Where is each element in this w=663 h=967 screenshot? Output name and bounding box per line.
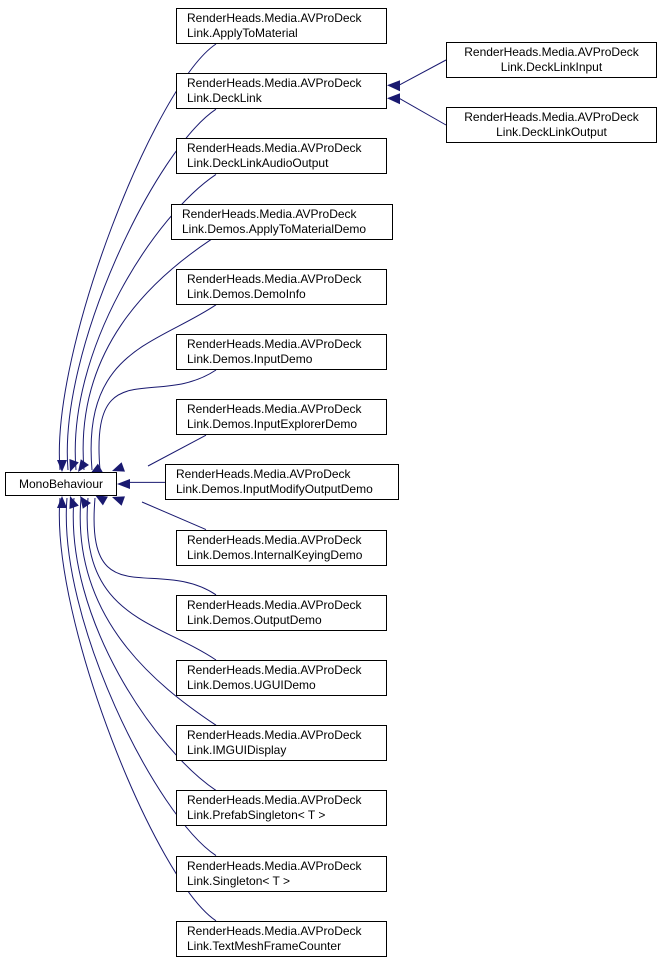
node-label-line1: RenderHeads.Media.AVProDeck — [187, 532, 362, 547]
node-label-line2: Link.Singleton< T > — [187, 873, 290, 888]
inheritance-edge — [86, 497, 217, 661]
node-label-line2: Link.DeckLink — [187, 91, 262, 106]
inheritance-edge — [90, 304, 217, 471]
node-label-line1: RenderHeads.Media.AVProDeck — [182, 206, 357, 221]
node-label-line2: Link.Demos.InputModifyOutputDemo — [176, 482, 373, 497]
node-label-line2: Link.Demos.OutputDemo — [187, 612, 322, 627]
node-label-line2: Link.ApplyToMaterial — [187, 26, 298, 40]
arrowhead-icon — [112, 462, 125, 472]
arrowhead-icon — [80, 496, 91, 509]
inheritance-edge — [72, 497, 217, 791]
node-label: MonoBehaviour — [18, 476, 104, 491]
node-label-line1: RenderHeads.Media.AVProDeck — [187, 793, 362, 808]
node-monobehaviour[interactable]: MonoBehaviour — [5, 472, 117, 496]
node-label-line1: RenderHeads.Media.AVProDeck — [187, 728, 362, 743]
arrowhead-icon — [387, 93, 400, 105]
node-label-line1: RenderHeads.Media.AVProDeck — [187, 11, 362, 25]
arrowhead-icon — [387, 80, 400, 92]
node-label-line1: RenderHeads.Media.AVProDeck — [187, 923, 362, 938]
inheritance-edge — [58, 43, 217, 471]
inheritance-edge — [398, 59, 447, 86]
arrowhead-icon — [117, 479, 130, 489]
inheritance-edge — [79, 497, 217, 726]
node-label-line2: Link.Demos.InputExplorerDemo — [187, 417, 358, 432]
node-label-line2: Link.Demos.InternalKeyingDemo — [187, 547, 363, 562]
node-label-line2: Link.Demos.DemoInfo — [187, 286, 306, 301]
node-label-line2: Link.Demos.ApplyToMaterialDemo — [182, 221, 367, 236]
node-label-line2: Link.IMGUIDisplay — [187, 743, 287, 758]
inheritance-edge — [66, 108, 217, 471]
inheritance-edge — [147, 434, 207, 467]
inheritance-edge — [141, 501, 207, 531]
node-label-line1: RenderHeads.Media.AVProDeck — [464, 45, 639, 59]
node-label-line1: RenderHeads.Media.AVProDeck — [187, 271, 362, 286]
arrowhead-icon — [78, 459, 89, 472]
node-label-line2: Link.DeckLinkAudioOutput — [187, 156, 329, 171]
node-label-line1: RenderHeads.Media.AVProDeck — [187, 337, 362, 351]
inheritance-edge — [98, 369, 217, 471]
inheritance-edge — [58, 497, 217, 922]
arrowhead-icon — [57, 460, 67, 472]
inheritance-edge — [398, 97, 447, 126]
arrowhead-icon — [69, 496, 79, 509]
arrowhead-icon — [69, 459, 79, 472]
arrowhead-icon — [95, 495, 108, 506]
arrowhead-icon — [112, 496, 125, 506]
node-label-line1: RenderHeads.Media.AVProDeck — [187, 663, 362, 677]
node-label-line2: Link.PrefabSingleton< T > — [187, 808, 326, 823]
inheritance-edge — [93, 497, 217, 596]
arrowhead-icon — [90, 463, 103, 474]
node-label-line2: Link.DeckLinkInput — [500, 60, 603, 74]
node-label-line1: RenderHeads.Media.AVProDeck — [464, 110, 639, 124]
node-label-line2: Link.TextMeshFrameCounter — [187, 938, 342, 953]
arrowhead-icon — [57, 496, 67, 508]
node-label-line1: RenderHeads.Media.AVProDeck — [187, 402, 362, 417]
node-label-line1: RenderHeads.Media.AVProDeck — [187, 858, 362, 873]
node-label-line1: RenderHeads.Media.AVProDeck — [176, 467, 351, 482]
inheritance-edge — [82, 239, 212, 471]
node-label-line2: Link.Demos.InputDemo — [187, 352, 313, 366]
node-label-line2: Link.DeckLinkOutput — [496, 125, 607, 139]
node-label-line1: RenderHeads.Media.AVProDeck — [187, 141, 362, 156]
node-label-line1: RenderHeads.Media.AVProDeck — [187, 597, 362, 612]
node-label-line2: Link.Demos.UGUIDemo — [187, 678, 316, 692]
node-label-line1: RenderHeads.Media.AVProDeck — [187, 76, 362, 91]
inheritance-edge — [65, 497, 217, 857]
inheritance-edge — [74, 173, 217, 471]
